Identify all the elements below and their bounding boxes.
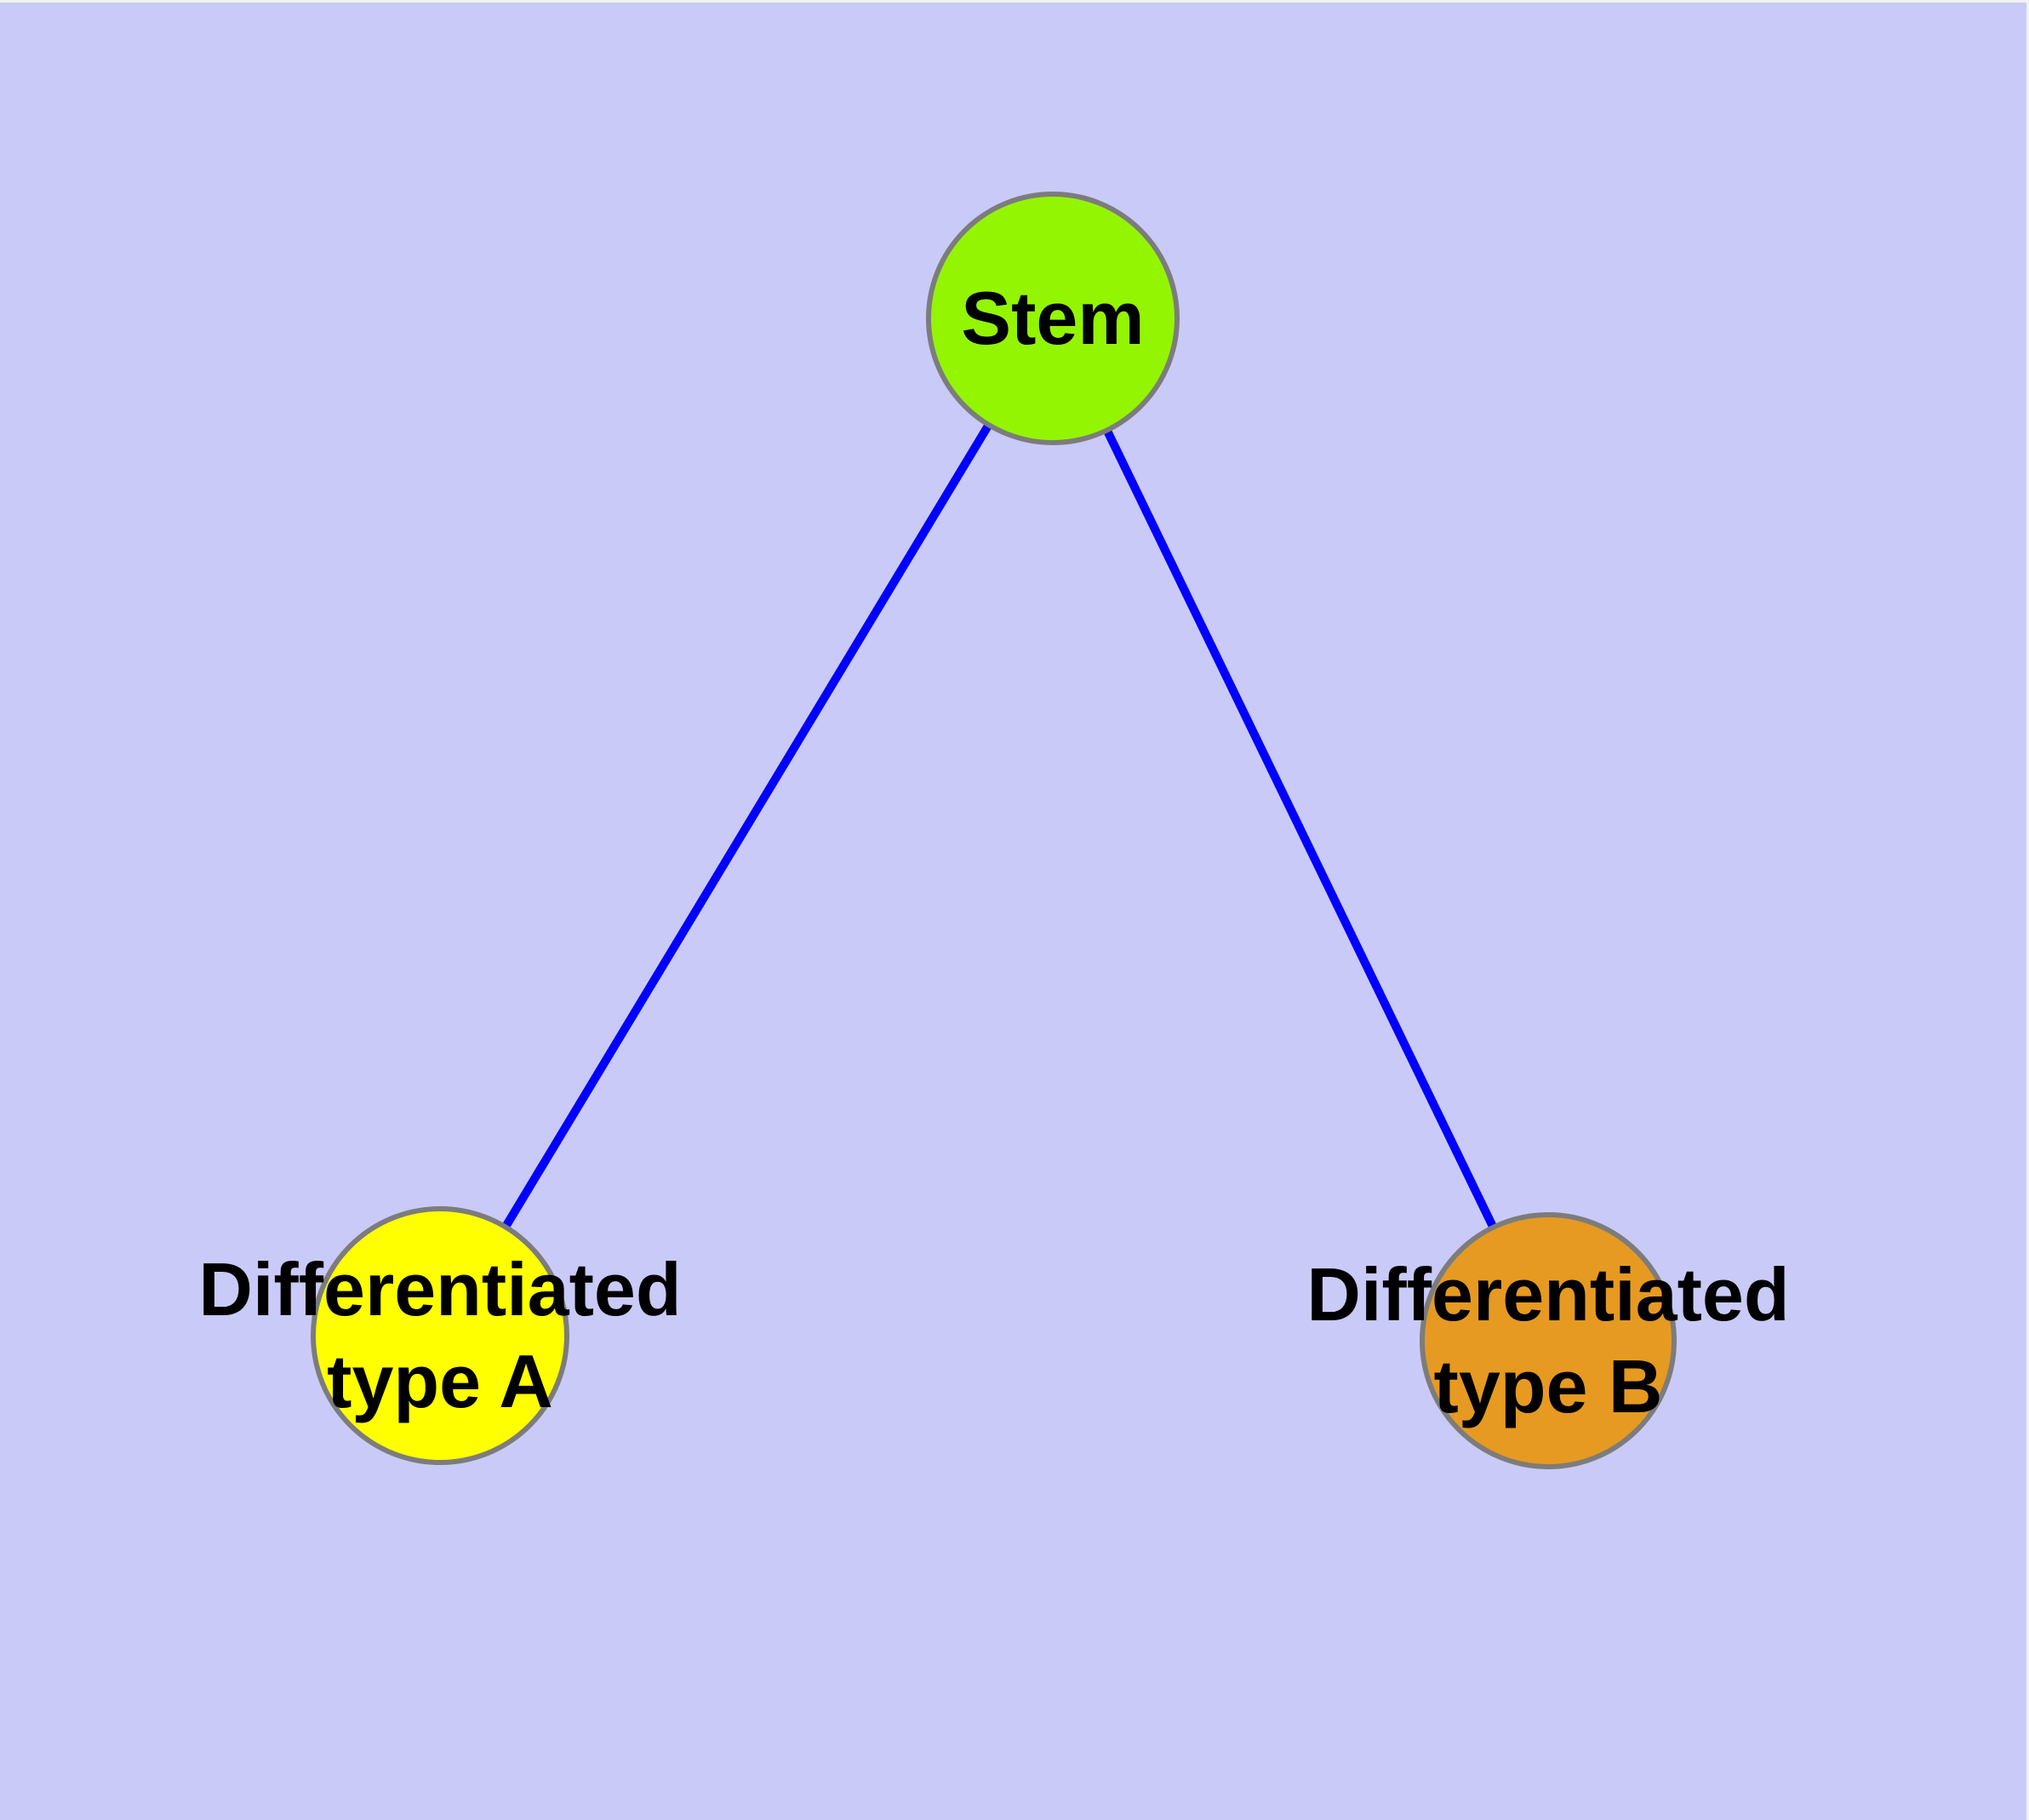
edge-stem-to-type-a	[436, 316, 1057, 1338]
edges-layer	[436, 316, 1552, 1343]
node-label-stem: Stem	[961, 276, 1145, 360]
node-label-differentiated-type-a: Differentiated type A	[198, 1247, 682, 1423]
node-differentiated-type-b	[1420, 1212, 1677, 1469]
node-stem	[926, 192, 1180, 445]
edge-stem-to-type-b	[1049, 316, 1552, 1343]
diagram-canvas: Stem Differentiated type A Differentiate…	[0, 3, 2026, 1820]
node-label-differentiated-type-b: Differentiated type B	[1306, 1252, 1790, 1428]
node-differentiated-type-a	[311, 1206, 569, 1465]
